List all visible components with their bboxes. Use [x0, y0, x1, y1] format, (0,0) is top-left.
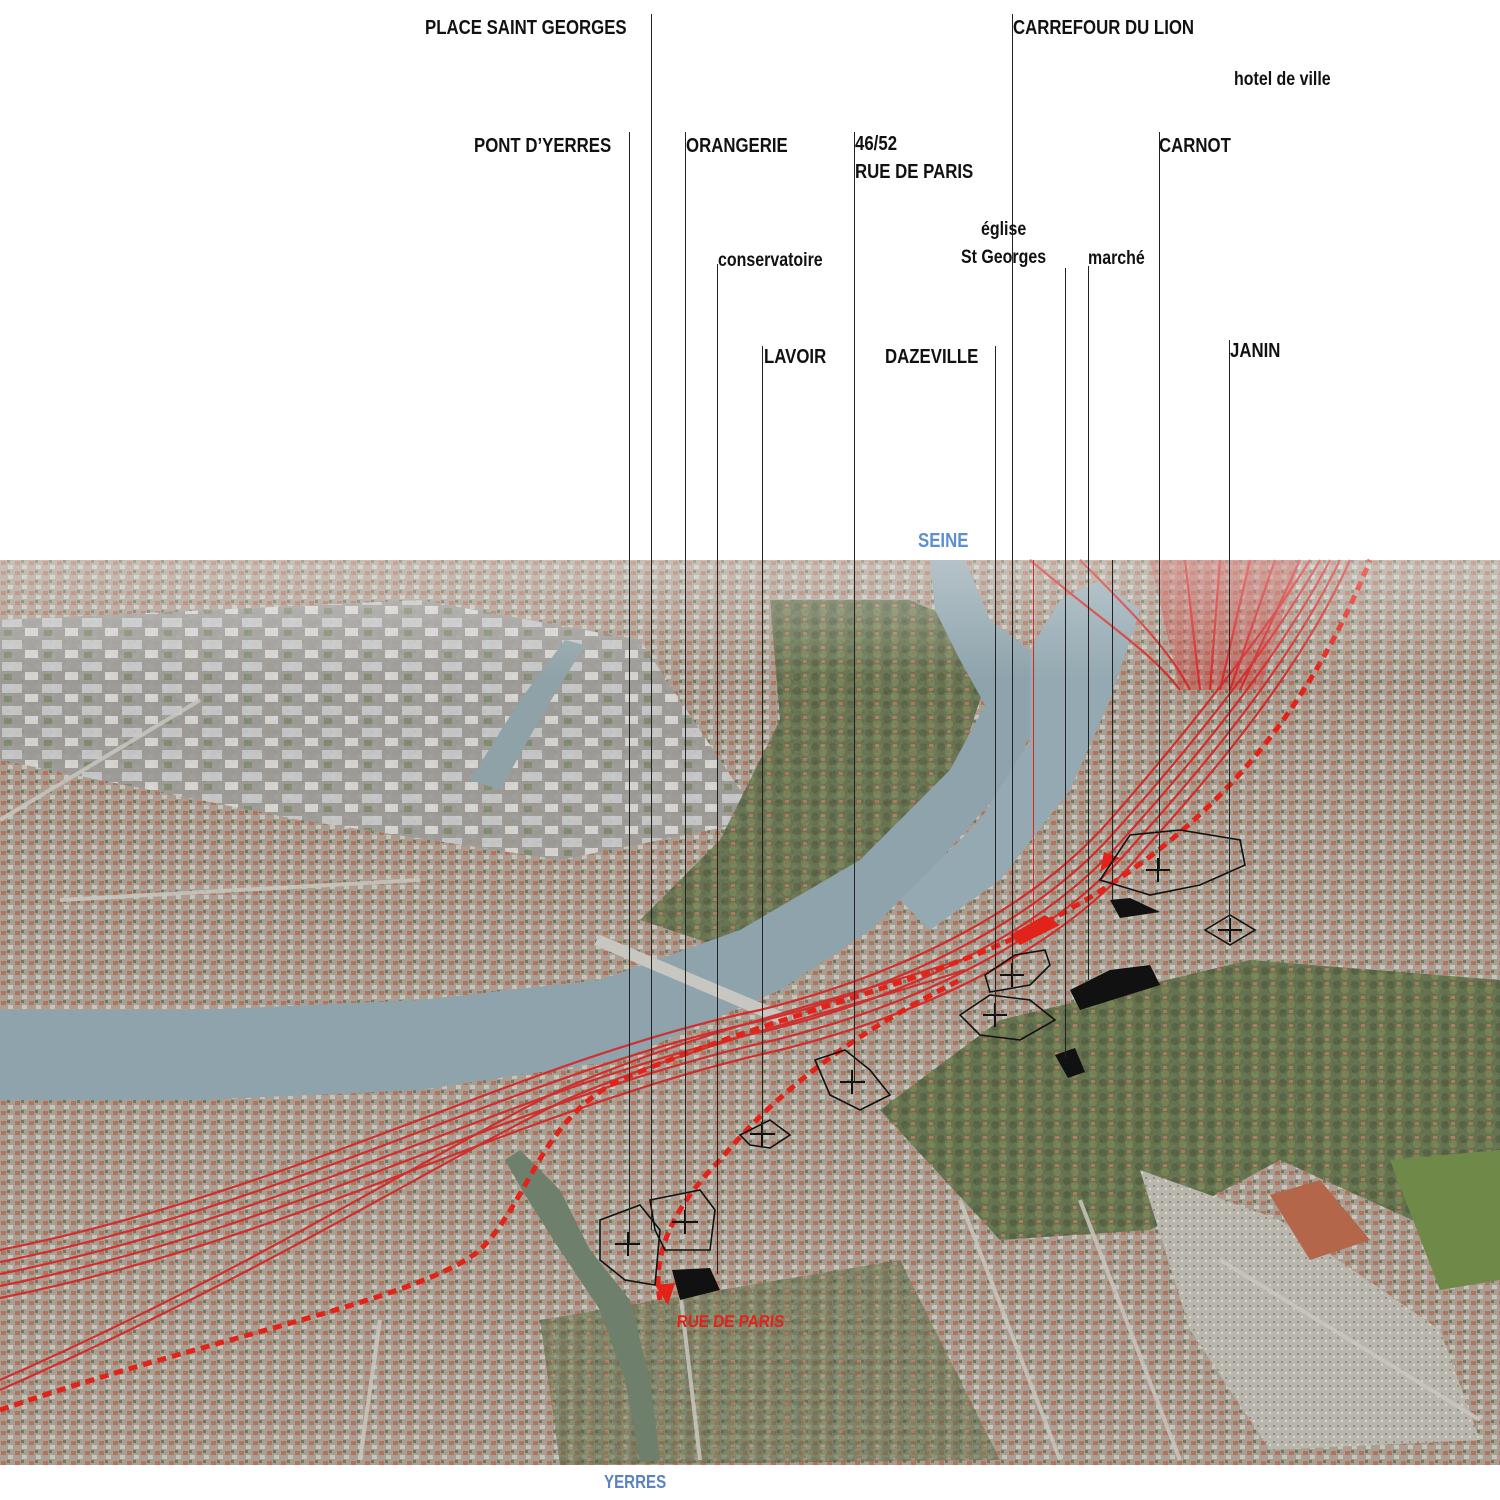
leader-pont-dyerres — [629, 132, 631, 1244]
leader-eglise — [1065, 268, 1067, 1058]
label-orangerie: ORANGERIE — [686, 135, 788, 157]
seine-river — [0, 560, 1045, 1100]
leader-janin — [1229, 340, 1231, 930]
cemetery — [1140, 1170, 1480, 1450]
south-woods — [540, 1260, 1000, 1465]
sports-field — [1390, 1150, 1500, 1290]
leader-rue-de-paris-4652 — [854, 132, 856, 1082]
label-seine: SEINE — [918, 530, 969, 552]
label-pont-dyerres: PONT D’YERRES — [474, 135, 612, 157]
label-janin: JANIN — [1230, 340, 1281, 362]
label-hotel-de-ville: hotel de ville — [1234, 69, 1331, 90]
leader-dazeville — [995, 346, 997, 1016]
horizon-haze — [0, 560, 1500, 680]
tennis-courts — [1270, 1180, 1370, 1260]
label-conservatoire: conservatoire — [718, 250, 823, 271]
street-network — [0, 698, 1482, 1461]
leader-lavoir — [762, 346, 764, 1134]
label-marche: marché — [1088, 248, 1145, 269]
route-dashed — [0, 559, 1373, 1413]
leader-marche — [1088, 266, 1090, 980]
railway-tracks — [0, 559, 1352, 1392]
leader-carnot — [1159, 132, 1161, 870]
park-woods — [880, 960, 1500, 1260]
leader-orangerie — [685, 132, 687, 1222]
leader-hotel-de-ville — [1112, 560, 1114, 900]
label-eglise-st-georges: église St Georges — [961, 219, 1047, 268]
leader-conservatoire — [717, 264, 719, 1274]
label-yerres: YERRES — [604, 1472, 667, 1492]
label-dazeville: DAZEVILLE — [885, 346, 979, 368]
label-carnot: CARNOT — [1159, 135, 1231, 157]
leader-place-saint-georges — [651, 14, 653, 1230]
leader-red-route — [1033, 560, 1035, 930]
leader-carrefour-du-lion — [1012, 14, 1014, 976]
yerres-river — [505, 1150, 660, 1462]
label-carrefour-du-lion: CARREFOUR DU LION — [1013, 17, 1195, 39]
site-outlines — [599, 829, 1257, 1286]
label-rue-de-paris-street: RUE DE PARIS — [675, 1312, 786, 1331]
label-lavoir: LAVOIR — [764, 346, 827, 368]
route-arrow-south — [655, 1283, 675, 1305]
label-rue-de-paris-4652: 46/52 RUE DE PARIS — [855, 133, 974, 183]
site-buildings — [672, 898, 1160, 1300]
island-woods — [640, 600, 1000, 960]
route-highlight — [1010, 915, 1060, 945]
label-place-saint-georges: PLACE SAINT GEORGES — [425, 17, 627, 39]
bridge — [594, 935, 790, 1025]
